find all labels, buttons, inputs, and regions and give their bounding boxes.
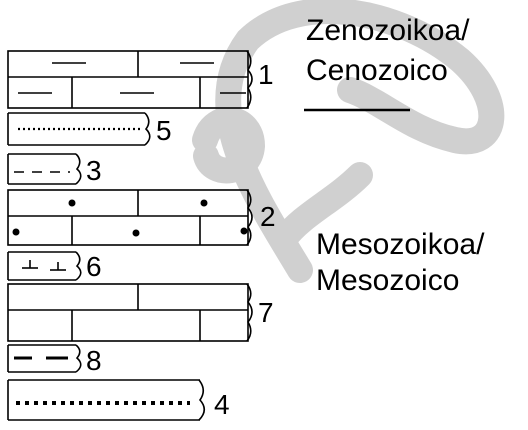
cenozoic-label-line2: Cenozoico (306, 54, 448, 87)
unit-5-block (7, 112, 145, 146)
unit-7-brace (246, 283, 253, 342)
unit-4-block (7, 379, 200, 421)
unit-3-label: 3 (86, 155, 102, 186)
unit-5-label: 5 (156, 115, 172, 146)
unit-4-brace (198, 379, 206, 421)
unit-2-dots (12, 199, 248, 237)
unit-8-label: 8 (86, 345, 102, 376)
unit-8-brace (75, 344, 82, 373)
unit-1-block (7, 50, 249, 109)
unit-3-brace (75, 153, 82, 185)
unit-7-label: 7 (258, 297, 274, 328)
unit-6-brace (75, 251, 82, 281)
mesozoic-label-line1: Mesozoikoa/ (316, 228, 485, 261)
unit-7-block (7, 283, 249, 342)
unit-2-brace (246, 189, 253, 246)
unit-2-block (7, 189, 249, 246)
watermark (192, 0, 505, 283)
unit-6-label: 6 (86, 251, 102, 282)
unit-3-block (7, 153, 76, 185)
unit-6-block (7, 251, 76, 281)
unit-5-brace (144, 112, 151, 146)
unit-4-label: 4 (214, 389, 230, 420)
unit-8-block (7, 344, 76, 373)
unit-1-brace (246, 50, 253, 109)
unit-2-label: 2 (260, 201, 276, 232)
cenozoic-label-line1: Zenozoikoa/ (306, 14, 470, 47)
mesozoic-label-line2: Mesozoico (316, 264, 459, 297)
unit-1-label: 1 (258, 59, 274, 90)
